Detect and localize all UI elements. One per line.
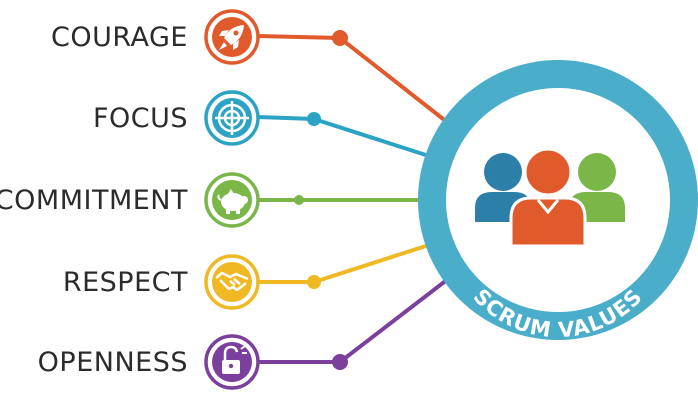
focus-connector: [257, 115, 433, 159]
value-commitment: COMMITMENT: [0, 172, 260, 228]
commitment-label: COMMITMENT: [0, 185, 188, 216]
value-courage: COURAGE: [51, 9, 260, 65]
respect-label: RESPECT: [63, 267, 188, 298]
scrum-values-hub: SCRUM VALUES: [418, 60, 698, 342]
respect-connector: [258, 242, 433, 284]
rocket-icon: [219, 25, 244, 50]
connectors: [257, 30, 454, 370]
courage-connector: [257, 34, 454, 128]
courage-connector-dot: [332, 30, 348, 46]
focus-label: FOCUS: [93, 103, 188, 134]
focus-connector-dot: [307, 112, 321, 126]
commitment-connector-dot: [294, 195, 304, 205]
value-respect: RESPECT: [63, 254, 260, 310]
courage-label: COURAGE: [51, 22, 188, 53]
handshake-icon: [215, 271, 249, 292]
value-focus: FOCUS: [93, 90, 260, 146]
value-openness: OPENNESS: [38, 334, 260, 390]
respect-connector-dot: [307, 275, 321, 289]
openness-connector: [258, 274, 454, 364]
openness-label: OPENNESS: [38, 347, 188, 378]
team-people-icon: [475, 147, 625, 248]
piggy-bank-icon: [217, 189, 248, 214]
unlocked-padlock-icon: [222, 345, 247, 374]
target-icon: [215, 101, 249, 135]
openness-connector-dot: [332, 354, 348, 370]
